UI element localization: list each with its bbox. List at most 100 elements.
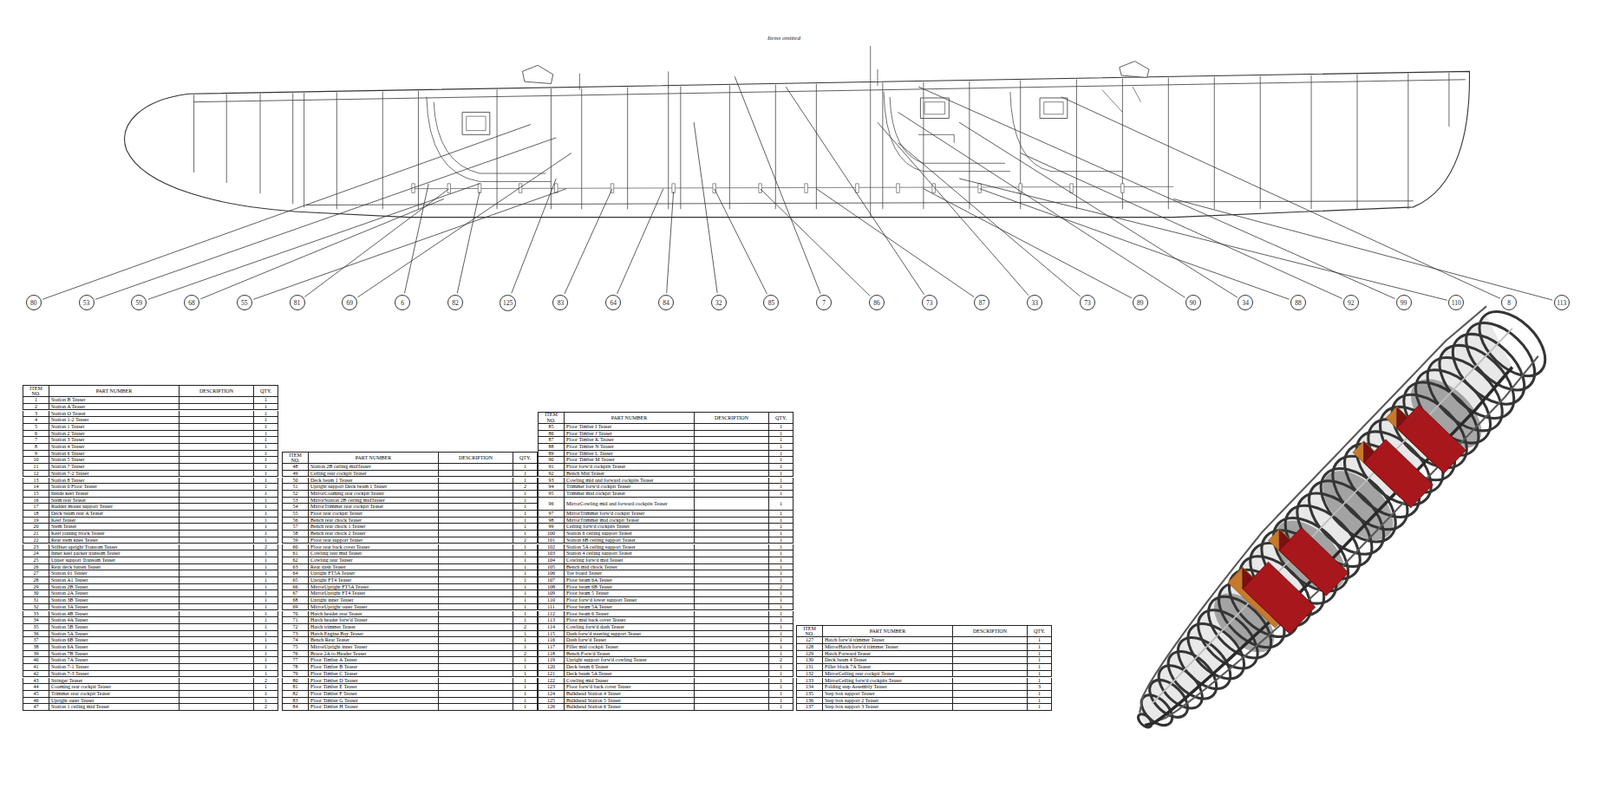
table-cell-empty <box>694 497 770 511</box>
callout-bubble: 7 <box>816 294 832 311</box>
leader-line <box>897 111 1185 298</box>
table-cell: 82 <box>281 691 309 699</box>
table-cell: 1 <box>254 644 279 652</box>
table-cell: 1 <box>513 698 538 706</box>
table-cell: 40 <box>22 657 50 665</box>
table-cell: 2 <box>769 657 794 665</box>
table-cell: 132 <box>796 671 823 679</box>
table-header: ITEM NO. <box>22 385 50 398</box>
leader-line <box>148 183 480 301</box>
callout-bubble: 64 <box>605 294 621 311</box>
leader-line <box>959 178 1448 301</box>
table-cell-empty <box>953 644 1028 652</box>
table-cell: Cowling mid Teaser <box>564 678 695 686</box>
table-cell: Step box support Teaser <box>822 691 954 699</box>
table-cell: Station 1 ceiling mid Teaser <box>49 704 180 712</box>
callout-number: 86 <box>873 299 881 307</box>
table-cell: 90 <box>537 457 565 464</box>
table-cell: Bulkhead Station 6 Teaser <box>564 704 695 712</box>
callout-number: 125 <box>502 299 513 307</box>
table-cell: Hatch Forward Teaser <box>822 651 954 659</box>
callout-number: 83 <box>557 299 565 307</box>
table-cell: 91 <box>537 463 565 471</box>
table-cell: Folding step Assembly Teaser <box>822 684 954 692</box>
table-cell: 1 <box>513 490 538 498</box>
table-cell: 1 <box>769 577 794 585</box>
table-cell: 1 <box>513 678 538 686</box>
table-cell-empty <box>179 577 255 585</box>
leader-line <box>923 189 1132 299</box>
table-cell: 5 <box>22 424 50 432</box>
table-cell-empty <box>179 678 255 686</box>
table-cell-empty <box>179 510 255 518</box>
table-cell-empty <box>179 698 255 706</box>
table-cell: Floor forw'd back cover Teaser <box>564 684 695 692</box>
table-cell: 1 <box>254 550 279 558</box>
table-cell: 113 <box>537 617 565 625</box>
table-cell: 67 <box>281 590 309 598</box>
table-cell: Station 6 ceiling support Teaser <box>564 530 695 538</box>
callout-number: 81 <box>293 299 301 307</box>
table-cell: Station O Teaser <box>49 411 180 418</box>
table-cell: 3 <box>22 411 50 418</box>
callout-number: 110 <box>1451 299 1462 307</box>
frame-line <box>667 86 669 209</box>
table-cell: 2 <box>22 404 50 412</box>
table-cell-empty <box>179 597 255 605</box>
table-cell-empty <box>953 704 1028 712</box>
table-cell: 17 <box>22 503 50 511</box>
floor-line <box>413 186 1175 189</box>
callout-number: 33 <box>1031 299 1039 307</box>
floor-timber <box>672 183 676 194</box>
table-cell: Stringer Teaser <box>49 678 180 686</box>
table-cell-empty <box>438 651 514 659</box>
table-cell: Station 7-2 Teaser <box>49 470 180 478</box>
table-cell: 131 <box>796 664 823 672</box>
table-cell-empty <box>179 644 255 652</box>
table-cell: 88 <box>537 444 565 451</box>
callout-bubble: 69 <box>341 294 358 311</box>
leader-line <box>693 122 718 294</box>
table-cell: Dash forw'd Teaser <box>564 637 695 645</box>
table-cell: 1 <box>513 550 538 558</box>
callout-number: 113 <box>1556 299 1567 307</box>
table-cell: MirrorStation 2B ceiling midTeaser <box>308 497 439 505</box>
table-cell: 122 <box>537 678 565 686</box>
table-cell-empty <box>694 678 770 686</box>
table-cell: Upright support forw'd cowling Teaser <box>564 657 695 665</box>
table-cell: 1 <box>1027 678 1052 686</box>
table-cell-empty <box>179 457 255 464</box>
table-cell-empty <box>694 617 770 625</box>
table-cell-empty <box>694 470 770 478</box>
callout-number: 85 <box>768 299 776 307</box>
table-cell-empty <box>438 617 514 625</box>
table-cell-empty <box>953 657 1028 665</box>
table-cell: 1 <box>513 590 538 598</box>
table-cell: Station 4B Teaser <box>49 611 180 619</box>
table-cell: 79 <box>281 671 309 679</box>
table-cell: 102 <box>537 544 565 552</box>
table-cell-empty <box>438 631 514 639</box>
table-cell: 124 <box>537 691 565 699</box>
table-cell: 1 <box>769 644 794 652</box>
table-cell: MirrorCeiling rear cockpit Teaser <box>822 671 954 679</box>
table-cell: Trimmer rear cockpit Teaser <box>49 691 180 699</box>
table-cell: Ceiling rear cockpit Teaser <box>308 470 439 478</box>
table-cell-empty <box>179 557 255 565</box>
table-cell: 1 <box>254 557 279 565</box>
table-cell: 1 <box>513 530 538 538</box>
table-cell: 1 <box>769 671 794 679</box>
table-cell: Upright FT4 Teaser <box>308 577 439 585</box>
table-header: PART NUMBER <box>822 625 954 638</box>
table-cell-empty <box>694 424 770 432</box>
floor-timber <box>1121 183 1125 194</box>
table-cell: 120 <box>537 664 565 672</box>
table-cell-empty <box>179 444 255 451</box>
table-cell-empty <box>179 691 255 699</box>
table-cell: MirrorTrimmer mid cockpit Teaser <box>564 517 695 525</box>
table-cell-empty <box>694 624 770 632</box>
callout-number: 6 <box>400 299 405 307</box>
table-cell-empty <box>179 517 255 525</box>
table-cell-empty <box>438 477 514 485</box>
table-cell-empty <box>694 577 770 585</box>
